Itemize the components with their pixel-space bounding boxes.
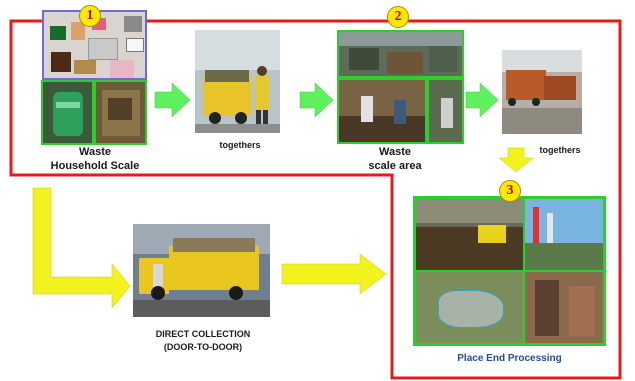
- scale-area-label: scale area: [368, 160, 422, 172]
- door-to-door-truck-photo: [133, 224, 270, 317]
- trucks-convoy-photo: [502, 50, 582, 134]
- incinerator-interior-photo: [525, 272, 603, 343]
- power-plant-photo: [525, 199, 603, 270]
- waste-label-2: Waste: [379, 146, 411, 158]
- step-badge-1: 1: [79, 5, 101, 27]
- household-scale-label: Household Scale: [50, 160, 140, 172]
- compost-pile-photo: [94, 80, 147, 145]
- togethers-label-2: togethers: [539, 145, 581, 155]
- direct-collection-label: DIRECT COLLECTION: [155, 329, 251, 339]
- step-badge-2: 2: [387, 6, 409, 28]
- collection-region-outline: [9, 19, 622, 380]
- door-to-door-label: (DOOR-TO-DOOR): [163, 342, 243, 352]
- waste-label-1: Waste: [79, 146, 111, 158]
- scale-area-top-photo: [337, 30, 464, 78]
- landfill-aerial-photo: [416, 272, 523, 343]
- composting-plant-photo: [416, 199, 523, 270]
- step-badge-3: 3: [499, 180, 521, 202]
- scale-area-worker-photo: [427, 78, 464, 144]
- place-end-processing-label: Place End Processing: [457, 353, 562, 364]
- togethers-label-1: togethers: [219, 140, 261, 150]
- end-processing-panel: [413, 196, 606, 346]
- compost-bin-photo: [41, 80, 94, 145]
- waste-cart-photo: [195, 30, 280, 133]
- scale-area-sorting-photo: [337, 78, 427, 144]
